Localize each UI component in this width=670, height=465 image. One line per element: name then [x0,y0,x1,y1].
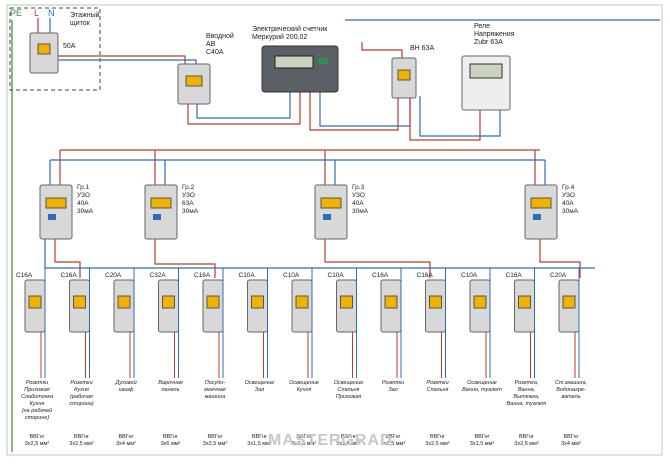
floor-panel-box [9,7,101,91]
breaker-6 [247,268,268,378]
load-switch-label: ВН 63А [410,45,434,52]
breaker-rating-6: С10А [239,272,256,279]
breaker-13 [558,268,580,378]
breaker-rating-13: С20А [550,272,567,279]
breaker-rating-9: С16А [372,272,389,279]
breaker-12 [514,268,535,378]
breaker-2 [69,268,90,378]
breaker-9 [380,268,402,378]
breaker-rating-2: С16А [61,272,78,279]
breaker-rating-5: С16А [194,272,211,279]
breaker-rating-7: С10А [283,272,300,279]
diagram-frame [6,4,663,456]
breaker-rating-8: С10А [328,272,345,279]
breaker-5 [202,268,224,378]
breaker-11 [469,268,491,378]
breaker-purpose-13: Ст.машина,Водонагре-ватель [555,380,587,400]
floor-panel-breaker [29,32,59,74]
breaker-rating-4: С32А [150,272,167,279]
pe-label: PE [10,8,22,18]
rcd-4 [524,184,558,240]
breaker-3 [113,268,135,378]
breaker-rating-1: С16А [16,272,33,279]
breaker-purpose-12: Розетка,Ванна,Вытяжка,Ванна, туалет [507,380,547,407]
n-label: N [48,8,55,18]
load-switch [391,57,417,99]
breaker-7 [291,268,313,378]
breaker-rating-11: С10А [461,272,478,279]
breaker-4 [158,268,179,378]
breaker-rating-12: С16А [506,272,523,279]
wires [11,18,660,452]
rcd-2 [144,184,178,240]
electric-meter [261,45,339,93]
input-breaker [177,63,211,105]
voltage-relay [461,55,511,111]
rcd-1 [39,184,73,240]
floor-panel-breaker-label: 50A [63,43,76,50]
watermark: MASTERGRAD [268,432,393,449]
breaker-rating-3: С20А [105,272,122,279]
breaker-rating-10: С16А [417,272,434,279]
l-label: L [34,8,39,18]
breaker-8 [336,268,357,378]
breaker-1 [24,268,46,378]
breaker-10 [425,268,446,378]
rcd-3 [314,184,348,240]
